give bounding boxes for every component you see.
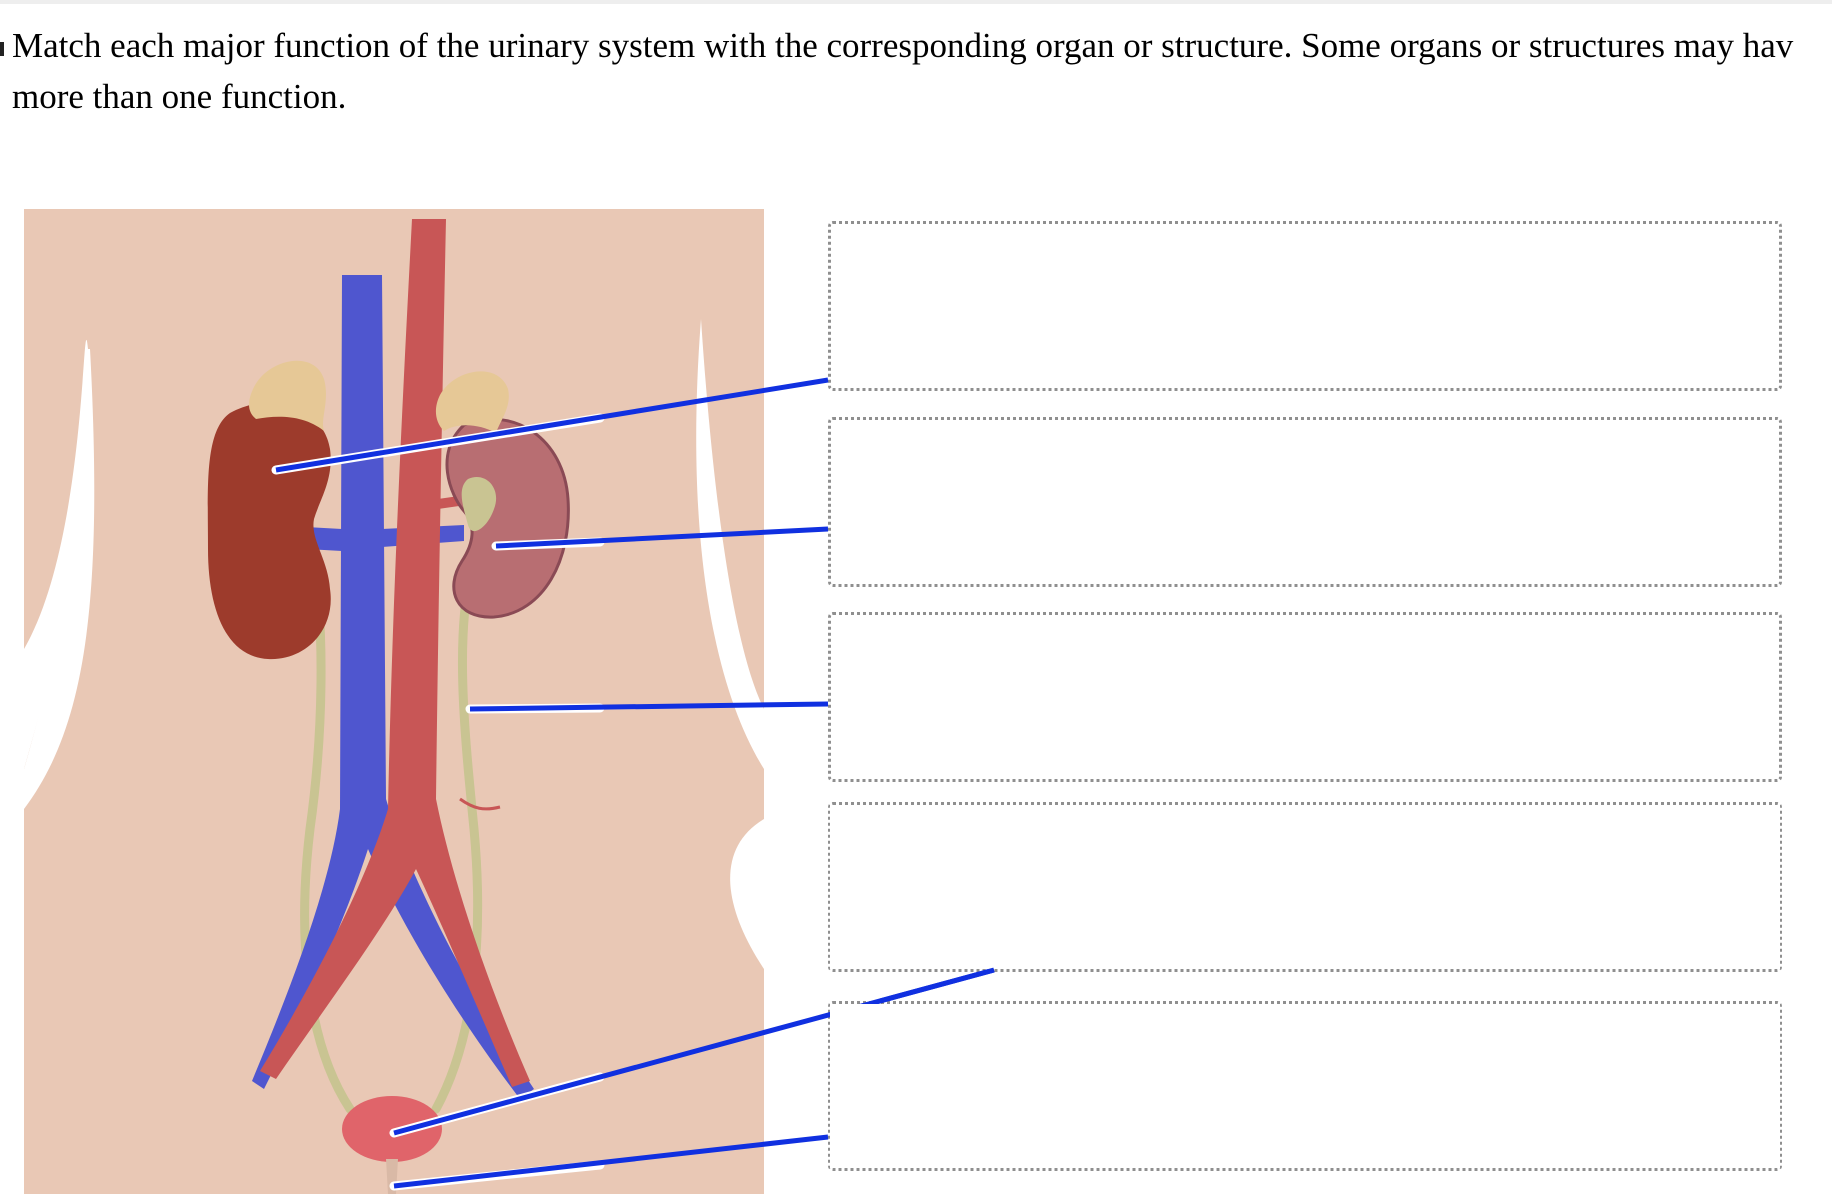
aorta xyxy=(260,219,530,1087)
right-kidney-pelvis xyxy=(461,477,497,532)
drop-zone-2[interactable] xyxy=(828,417,1782,587)
iliac-branch xyxy=(459,797,501,811)
left-waist-cutout xyxy=(24,339,89,769)
question-marker xyxy=(0,42,4,56)
urinary-bladder xyxy=(342,1096,442,1162)
urethra xyxy=(386,1159,398,1194)
question-prompt: Match each major function of the urinary… xyxy=(12,20,1832,122)
question-line-2: more than one function. xyxy=(12,77,347,116)
question-line-1: Match each major function of the urinary… xyxy=(12,26,1794,65)
top-divider xyxy=(0,0,1832,4)
vena-cava xyxy=(252,275,534,1099)
left-waist-curve xyxy=(24,349,95,809)
drop-zone-5[interactable] xyxy=(828,1001,1782,1171)
drop-zone-3[interactable] xyxy=(828,612,1782,782)
drop-zone-4[interactable] xyxy=(828,802,1782,972)
right-hip-cutout xyxy=(730,819,764,969)
urinary-system-illustration xyxy=(24,209,764,1194)
left-kidney xyxy=(207,402,331,660)
drop-zone-1[interactable] xyxy=(828,221,1782,391)
left-ureter xyxy=(300,554,355,1114)
leader-line-4-gap xyxy=(879,967,995,1004)
